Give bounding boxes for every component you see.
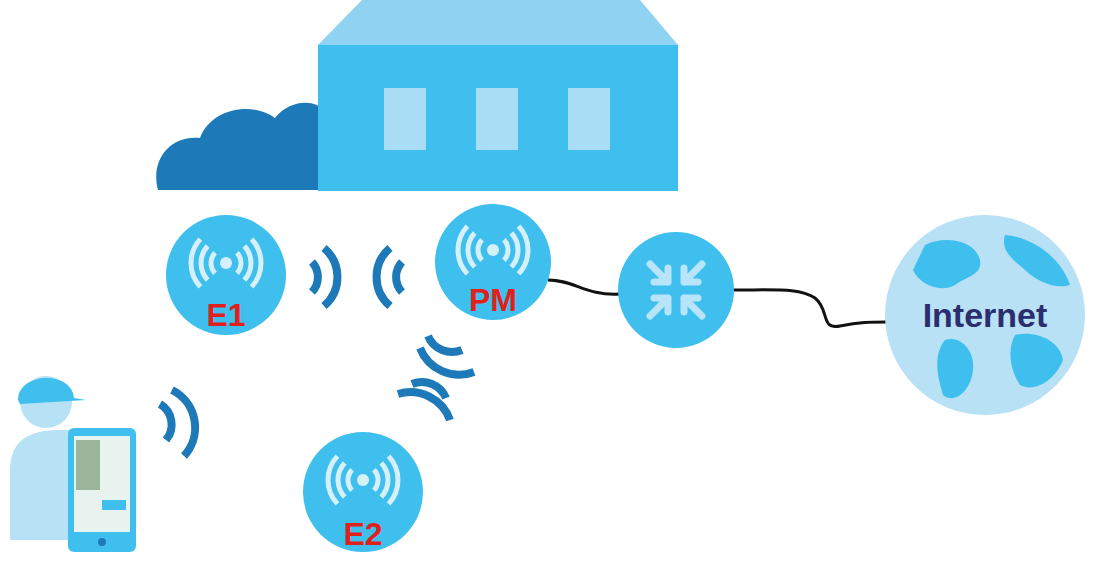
router-arrows bbox=[650, 264, 702, 316]
cloud bbox=[156, 103, 322, 190]
house-window bbox=[384, 88, 426, 150]
house-window bbox=[476, 88, 518, 150]
globe bbox=[885, 215, 1085, 415]
internet-globe: Internet bbox=[885, 215, 1085, 415]
wifi-icon bbox=[458, 226, 528, 274]
access-point-circle bbox=[303, 432, 423, 552]
node-label: Internet bbox=[923, 296, 1048, 335]
router-icon bbox=[618, 232, 734, 348]
house-roof bbox=[318, 0, 678, 45]
access-point-node: E2 bbox=[303, 432, 423, 552]
wifi-icon bbox=[328, 456, 398, 504]
access-point-circle bbox=[166, 215, 286, 335]
cable bbox=[734, 290, 886, 327]
node-label: PM bbox=[469, 282, 517, 319]
node-label: E1 bbox=[206, 297, 245, 334]
cable bbox=[548, 280, 620, 294]
access-point-circle bbox=[435, 204, 551, 320]
access-point-node: E1 bbox=[166, 215, 286, 335]
access-point-node: PM bbox=[435, 204, 551, 320]
continents bbox=[913, 235, 1070, 398]
node-label: E2 bbox=[343, 516, 382, 553]
house-body bbox=[318, 45, 678, 191]
user-figure bbox=[10, 376, 136, 552]
wifi-icon bbox=[191, 239, 261, 287]
house-window bbox=[568, 88, 610, 150]
